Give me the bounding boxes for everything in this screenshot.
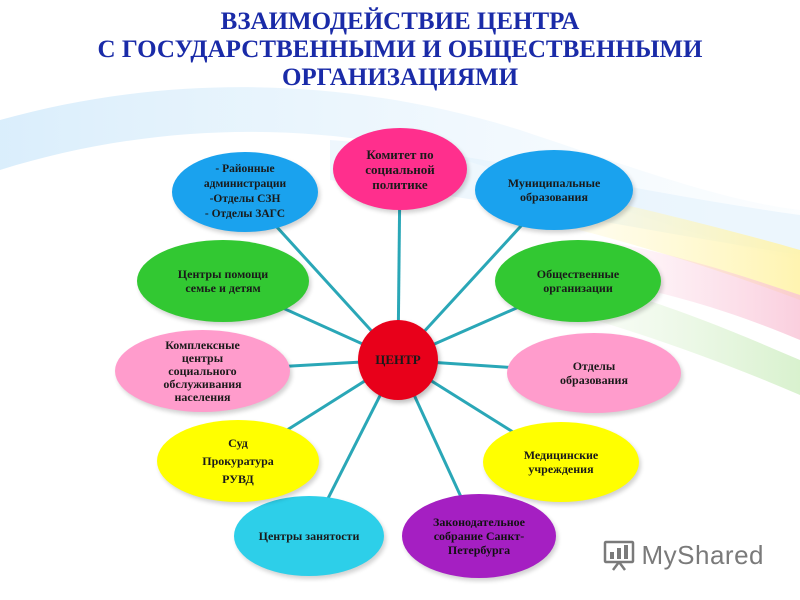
node-public-organizations: Общественные организации (495, 240, 661, 322)
presentation-board-icon (603, 540, 634, 571)
node-family-children-help-centers: Центры помощи семье и детям (137, 240, 309, 322)
node-label: Комплексные центры социального обслужива… (163, 337, 242, 404)
node-education-departments: Отделы образования (507, 333, 681, 413)
node-label: Суд Прокуратура РУВД (202, 436, 274, 486)
node-employment-centers: Центры занятости (234, 496, 384, 576)
node-label: Отделы образования (560, 359, 628, 387)
node-label: Общественные организации (536, 267, 620, 295)
title-line-1: ВЗАИМОДЕЙСТВИЕ ЦЕНТРА (220, 8, 580, 35)
title-line-3: ОРГАНИЗАЦИЯМИ (281, 64, 519, 91)
node-label: Комитет по социальной политике (365, 146, 435, 192)
node-district-administrations: - Районные администрации -Отделы СЗН - О… (172, 152, 318, 232)
node-label: Медицинские учреждения (523, 448, 599, 476)
node-label: Законодательное собрание Санкт- Петербур… (433, 515, 525, 557)
watermark-text: MyShared (641, 539, 764, 570)
node-label: Центры занятости (258, 529, 360, 543)
node-label: Центры помощи семье и детям (177, 267, 269, 295)
watermark: MyShared (602, 538, 765, 572)
node-legislative-assembly-spb: Законодательное собрание Санкт- Петербур… (402, 494, 556, 578)
node-medical-institutions: Медицинские учреждения (483, 422, 639, 502)
center-label: ЦЕНТР (375, 352, 421, 367)
center-node: ЦЕНТР (358, 320, 438, 400)
node-court-prosecutor-police: Суд Прокуратура РУВД (157, 420, 319, 502)
node-label: - Районные администрации -Отделы СЗН - О… (203, 163, 287, 220)
title-line-2: С ГОСУДАРСТВЕННЫМИ И ОБЩЕСТВЕННЫМИ (97, 36, 703, 63)
node-municipal-formations: Муниципальные образования (475, 150, 633, 230)
page-title: ВЗАИМОДЕЙСТВИЕ ЦЕНТРА С ГОСУДАРСТВЕННЫМИ… (0, 8, 800, 92)
node-label: Муниципальные образования (507, 176, 601, 204)
node-complex-social-service-centers: Комплексные центры социального обслужива… (115, 330, 290, 412)
node-committee-social-policy: Комитет по социальной политике (333, 128, 467, 210)
